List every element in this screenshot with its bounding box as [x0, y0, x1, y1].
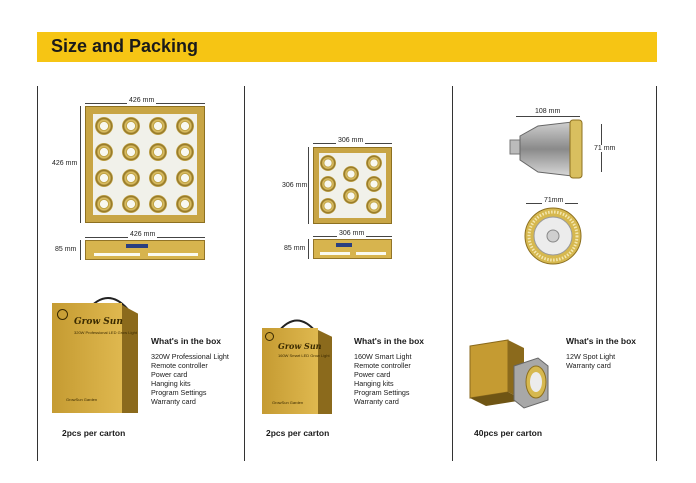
list-item: Remote controller: [354, 360, 411, 370]
cob-led-icon: [320, 198, 336, 214]
gift-box-320w: Grow Sun 320W Professional LED Grow Ligh…: [52, 303, 137, 413]
dimension-line: [308, 239, 309, 259]
whats-in-box-list: 160W Smart Light Remote controller Power…: [354, 352, 412, 406]
dimension-top-label: 306 mm: [336, 137, 366, 144]
dimension-height-label: 85 mm: [284, 245, 306, 252]
cob-led-icon: [176, 117, 194, 135]
cob-led-icon: [122, 143, 140, 161]
cob-led-icon: [95, 143, 113, 161]
list-item: Power card: [354, 369, 391, 379]
list-item: Warranty card: [566, 360, 611, 370]
spot-light-side-view: [509, 119, 583, 179]
cob-led-icon: [366, 176, 382, 192]
list-item: Hanging kits: [354, 378, 394, 388]
dimension-bottom-label: 306 mm: [337, 230, 367, 237]
whats-in-box-title: What's in the box: [566, 336, 637, 346]
cob-led-icon: [149, 143, 167, 161]
cob-led-icon: [343, 166, 359, 182]
whats-in-box-list: 12W Spot Light Warranty card: [566, 352, 616, 371]
list-item: Program Settings: [354, 387, 410, 397]
column-divider: [452, 86, 453, 461]
spot-light-packaging: [469, 339, 549, 409]
carton-count: 2pcs per carton: [266, 428, 330, 438]
column-divider: [656, 86, 657, 461]
whats-in-box-title: What's in the box: [151, 336, 222, 346]
box-logo-icon: [57, 309, 68, 320]
dimension-top-label: 426 mm: [127, 97, 157, 104]
whats-in-box-title: What's in the box: [354, 336, 425, 346]
gift-box-side: [318, 330, 332, 414]
list-item: 12W Spot Light: [566, 352, 616, 361]
dimension-line: [80, 106, 81, 223]
dimension-line: [80, 240, 81, 260]
light-side-view-160w: [313, 239, 392, 259]
box-brand: Grow Sun: [278, 341, 322, 351]
list-item: Warranty card: [151, 396, 196, 406]
carton-count: 40pcs per carton: [474, 428, 543, 438]
dimension-height-label: 85 mm: [55, 246, 77, 253]
dimension-width-label: 108 mm: [533, 108, 563, 115]
cob-led-icon: [343, 188, 359, 204]
cob-led-icon: [366, 198, 382, 214]
section-header: Size and Packing: [37, 32, 657, 62]
cob-led-icon: [366, 155, 382, 171]
box-footer: GrowSun Garden: [66, 397, 98, 402]
dimension-line: [308, 147, 309, 224]
cob-led-icon: [176, 195, 194, 213]
dimension-side-label: 306 mm: [282, 182, 308, 189]
whats-in-box-list: 320W Professional Light Remote controlle…: [151, 352, 229, 406]
carton-count: 2pcs per carton: [62, 428, 126, 438]
gift-box-160w: Grow Sun 160W Smart LED Grow Light GrowS…: [262, 328, 330, 414]
cob-led-icon: [122, 169, 140, 187]
list-item: Power card: [151, 369, 188, 379]
cob-led-icon: [320, 155, 336, 171]
box-logo-icon: [265, 332, 274, 341]
cob-led-icon: [149, 169, 167, 187]
cob-led-icon: [149, 195, 167, 213]
section-title: Size and Packing: [51, 36, 199, 56]
cob-led-icon: [122, 117, 140, 135]
list-item: 160W Smart Light: [354, 352, 412, 361]
dimension-face-label: 71mm: [542, 197, 566, 204]
cob-led-icon: [149, 117, 167, 135]
cob-led-icon: [95, 117, 113, 135]
dimension-height-label: 71 mm: [594, 145, 616, 152]
cob-led-icon: [95, 195, 113, 213]
dimension-bottom-label: 426 mm: [128, 231, 158, 238]
list-item: Hanging kits: [151, 378, 191, 388]
cob-led-icon: [95, 169, 113, 187]
list-item: Remote controller: [151, 360, 208, 370]
cob-led-icon: [122, 195, 140, 213]
cob-led-icon: [176, 169, 194, 187]
list-item: Program Settings: [151, 387, 207, 397]
box-model: 160W Smart LED Grow Light: [278, 353, 330, 358]
box-footer: GrowSun Garden: [272, 400, 304, 405]
list-item: Warranty card: [354, 396, 399, 406]
cob-led-icon: [320, 176, 336, 192]
gift-box-side: [122, 305, 138, 413]
list-item: 320W Professional Light: [151, 352, 229, 361]
column-divider: [244, 86, 245, 461]
dimension-line: [516, 116, 580, 117]
box-model: 320W Professional LED Grow Light: [74, 330, 137, 335]
dimension-side-label: 426 mm: [52, 160, 78, 167]
box-brand: Grow Sun: [74, 317, 123, 327]
spot-light-front-view: [524, 207, 582, 265]
column-divider: [37, 86, 38, 461]
light-side-view-320w: [85, 240, 205, 260]
cob-led-icon: [176, 143, 194, 161]
